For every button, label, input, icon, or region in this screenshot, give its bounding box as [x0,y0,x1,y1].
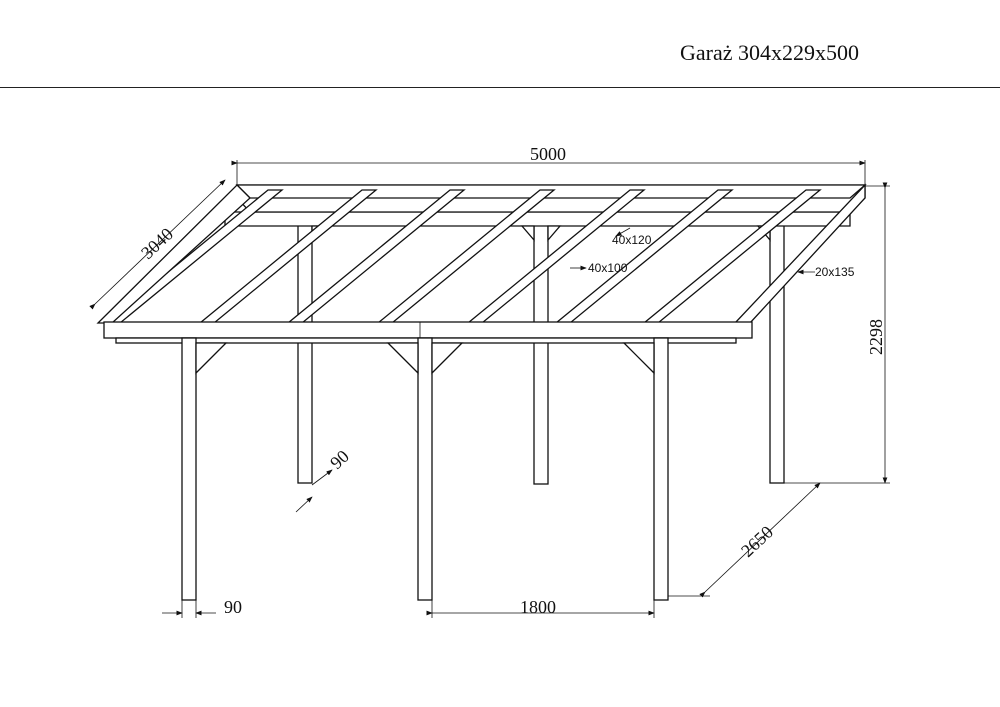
dim-post-spacing: 1800 [520,597,556,617]
roof-frame [235,184,867,213]
dim-post-depth: 90 [326,446,353,473]
back-post-right [769,217,785,484]
front-post-right [653,337,669,601]
title-divider [0,87,1000,88]
front-post-middle [417,337,433,601]
dimension-lines [89,160,890,618]
front-braces [195,342,655,375]
front-post-left [181,337,197,601]
label-facia: 20x135 [815,265,855,279]
dim-height: 2298 [866,319,886,355]
front-posts [181,337,669,601]
back-post-left [297,217,313,484]
back-beam [224,211,851,227]
drawing-title: Garaż 304x229x500 [680,40,860,65]
label-rafter: 40x120 [612,233,652,247]
label-purlin: 40x100 [588,261,628,275]
dim-length: 5000 [530,144,566,164]
dim-side-depth: 2650 [737,522,777,561]
dim-post-width: 90 [224,597,242,617]
